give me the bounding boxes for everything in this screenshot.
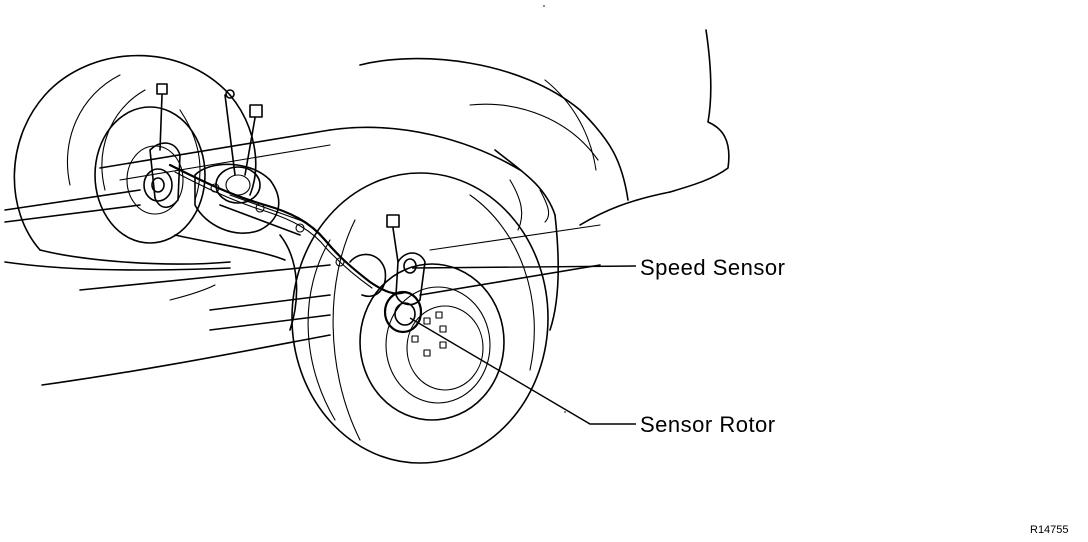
speck-2 <box>564 411 566 413</box>
sensor-wire-harness <box>168 89 407 295</box>
front-speed-sensor <box>349 252 426 306</box>
vehicle-body <box>329 29 730 331</box>
front-wheel <box>291 172 549 464</box>
bolts <box>156 83 400 263</box>
rear-wheel <box>13 54 257 251</box>
speed-sensor-label: Speed Sensor <box>640 255 786 280</box>
figure-code: R14755 <box>1030 524 1069 536</box>
sensor-rotor-leader-line <box>409 317 636 425</box>
sensor-rotor-label: Sensor Rotor <box>640 412 776 437</box>
speck-1 <box>543 5 545 7</box>
rear-axle <box>4 129 331 271</box>
sensor-rotor <box>383 290 423 334</box>
frame-rails <box>41 224 601 386</box>
speed-sensor-leader-line <box>411 265 637 269</box>
